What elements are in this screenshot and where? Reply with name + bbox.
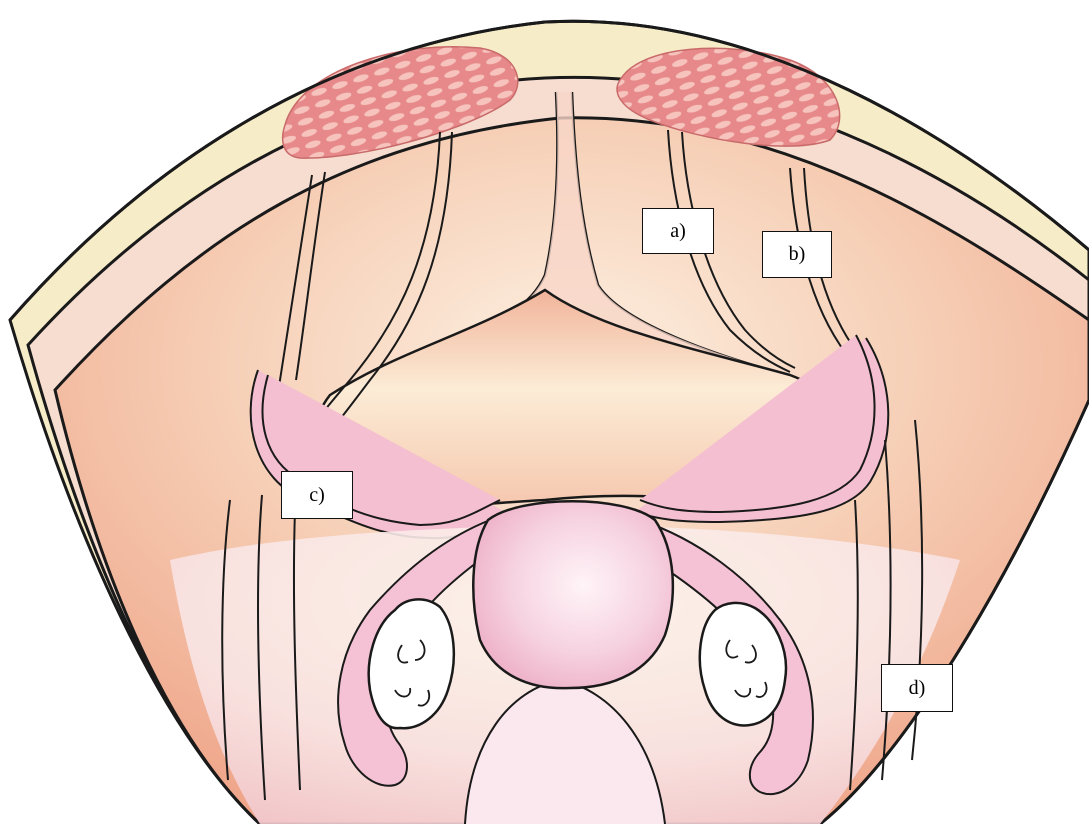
label-c-box: c) [281, 471, 353, 519]
label-d-text: d) [909, 677, 926, 700]
label-b-text: b) [789, 243, 806, 266]
label-c-text: c) [309, 484, 325, 507]
label-a-box: a) [642, 208, 714, 254]
label-d-box: d) [881, 664, 953, 712]
label-b-box: b) [762, 231, 832, 278]
label-a-text: a) [670, 220, 686, 243]
uterus [473, 501, 673, 688]
